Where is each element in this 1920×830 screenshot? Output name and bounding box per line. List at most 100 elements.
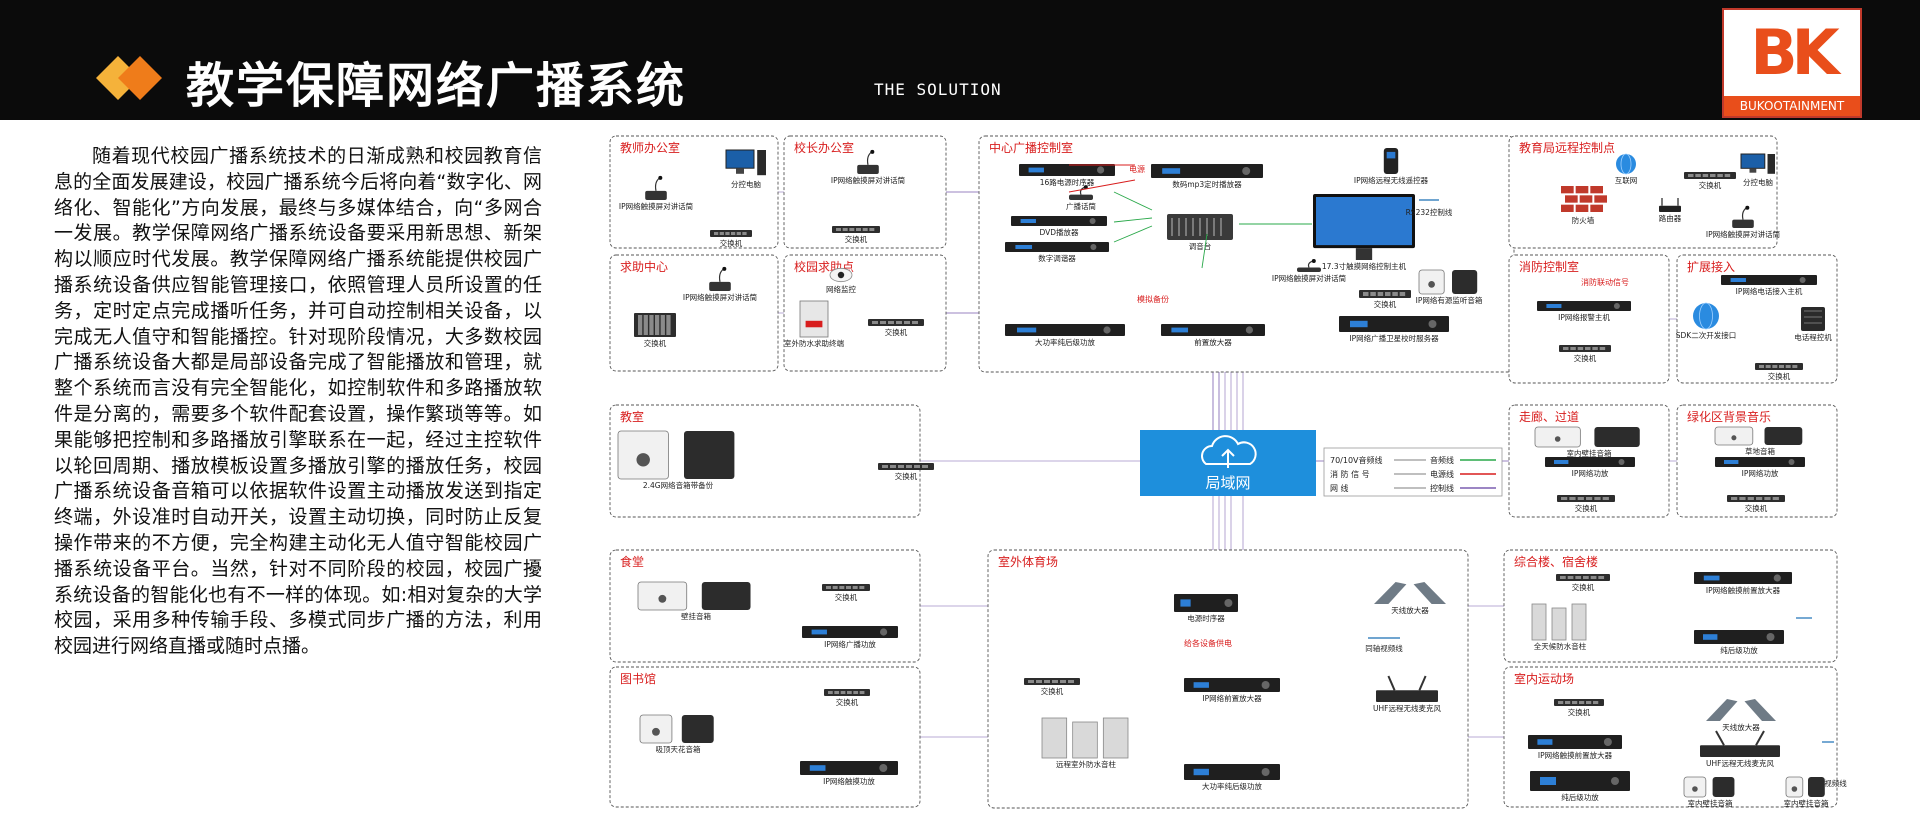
port-mark (826, 586, 831, 589)
panel-display (1554, 460, 1569, 464)
device-label: 大功率纯后级功放 (1202, 781, 1262, 791)
server-icon (1801, 307, 1825, 331)
zone-title: 校长办公室 (794, 140, 854, 155)
wireless-icon (1700, 745, 1780, 757)
rack-icon (1011, 216, 1107, 226)
microphone-icon (1732, 219, 1754, 228)
device-label: IP网络电话接入主机 (1736, 286, 1803, 296)
device-label: IP网络功放 (1572, 468, 1609, 478)
device-switch: 交换机 (1359, 290, 1411, 309)
zone-title: 消防控制室 (1519, 259, 1579, 274)
device-antenna: 天线放大器 (1706, 699, 1776, 732)
port-mark (1592, 347, 1598, 350)
port-mark (1570, 347, 1576, 350)
port-mark (1563, 347, 1569, 350)
port-mark (1792, 365, 1798, 368)
device-label: 模拟备份 (1137, 294, 1169, 304)
port-mark (1785, 365, 1791, 368)
zone-panel: 中心广播控制室16路电源时序器广播话筒DVD播放器数字调谐器数码mp3定时播放器… (978, 135, 1515, 373)
port-mark (1599, 347, 1606, 350)
port-mark (846, 586, 851, 589)
device-microphone: IP网络触摸屏对讲话筒 (831, 149, 906, 185)
device-switch: 交换机 (1024, 678, 1080, 696)
logo-letters: BK (1750, 16, 1839, 89)
device-switch: 交换机 (1559, 345, 1611, 363)
device-label: IP网络触摸前置放大器 (1538, 750, 1613, 760)
device-rack: 纯后级功放 (1530, 771, 1630, 802)
panel-display (1724, 460, 1739, 464)
device-label: 消防联动信号 (1581, 277, 1629, 287)
port-mark (840, 691, 846, 694)
device-label: IP网络触摸屏对讲话筒 (683, 292, 758, 302)
zone-panel: 室外体育场电源时序器给各设备供电天线放大器同轴视频线交换机IP网络前置放大器UH… (987, 549, 1469, 809)
device-label: UHF远程无线麦克风 (1706, 758, 1774, 768)
column-icon (1041, 717, 1068, 759)
port-mark (736, 232, 741, 235)
device-label: 同轴视频线 (1809, 778, 1847, 788)
port-mark (1370, 292, 1376, 296)
port-mark (904, 321, 910, 324)
device-label: 2.4G网络音箱带备份 (643, 480, 714, 490)
port-mark (1583, 576, 1589, 579)
panel-knob (1089, 218, 1096, 224)
monitor-screen (1316, 197, 1412, 246)
port-mark (1688, 174, 1694, 177)
device-label: 电话程控机 (1794, 332, 1832, 342)
device-rack: IP网络广播卫星校时服务器 (1339, 316, 1449, 343)
port-mark (834, 691, 840, 694)
device-speaker: IP网络有源监听音箱 (1416, 269, 1483, 305)
panel-knob (1090, 244, 1097, 250)
device-label: IP网络触摸屏对讲话筒 (1272, 273, 1347, 283)
device-speaker: 室内壁挂音箱 (1784, 776, 1829, 808)
device-label: 室内壁挂音箱 (1567, 448, 1612, 458)
device-label: 给各设备供电 (1184, 638, 1232, 648)
port-mark (872, 321, 878, 324)
device-switch: 交换机 (1755, 363, 1803, 381)
port-mark (643, 315, 648, 335)
globe-icon (1616, 154, 1636, 174)
port-mark (1695, 174, 1701, 177)
device-label: IP网络触摸屏对讲话筒 (619, 201, 694, 211)
port-mark (859, 586, 865, 589)
panel-display (809, 765, 826, 771)
device-antenna: 天线放大器 (1374, 582, 1446, 615)
device-label: 交换机 (1574, 353, 1597, 363)
device-label: RS232控制线 (1406, 207, 1453, 217)
speaker-cone (1731, 435, 1737, 441)
port-mark (832, 586, 838, 589)
device-microphone: IP网络触摸屏对讲话筒 (1706, 205, 1781, 239)
port-mark (836, 228, 841, 231)
port-mark (742, 232, 747, 235)
port-mark (914, 465, 920, 468)
device-switch: 交换机 (824, 689, 870, 707)
antenna-panel (1744, 699, 1776, 721)
rack-icon (1545, 457, 1635, 467)
port-mark (1772, 365, 1778, 368)
port-mark (1739, 497, 1746, 500)
panel-display (1028, 167, 1044, 173)
audio-arrow (1113, 225, 1153, 243)
port-mark (1756, 497, 1763, 500)
port-mark (1565, 701, 1571, 704)
device-speaker: 草地音箱 (1714, 426, 1803, 456)
speaker-cone (1791, 786, 1798, 792)
panel-knob (1603, 738, 1612, 746)
device-label: 路由器 (1659, 213, 1682, 223)
device-rack: 大功率纯后级功放 (1005, 324, 1125, 347)
device-rack: IP网络报警主机 (1537, 301, 1631, 322)
microphone-icon (1069, 194, 1093, 200)
port-mark (1036, 680, 1042, 683)
panel-display (811, 629, 827, 635)
firewall-icon (1561, 186, 1574, 194)
globe-meridian (1620, 153, 1632, 175)
device-switch: 交换机 (832, 226, 880, 244)
zone-title: 图书馆 (620, 671, 656, 686)
audio-arrow (1113, 191, 1153, 211)
network-link-line (1208, 496, 1214, 551)
speaker-cone (652, 727, 660, 736)
